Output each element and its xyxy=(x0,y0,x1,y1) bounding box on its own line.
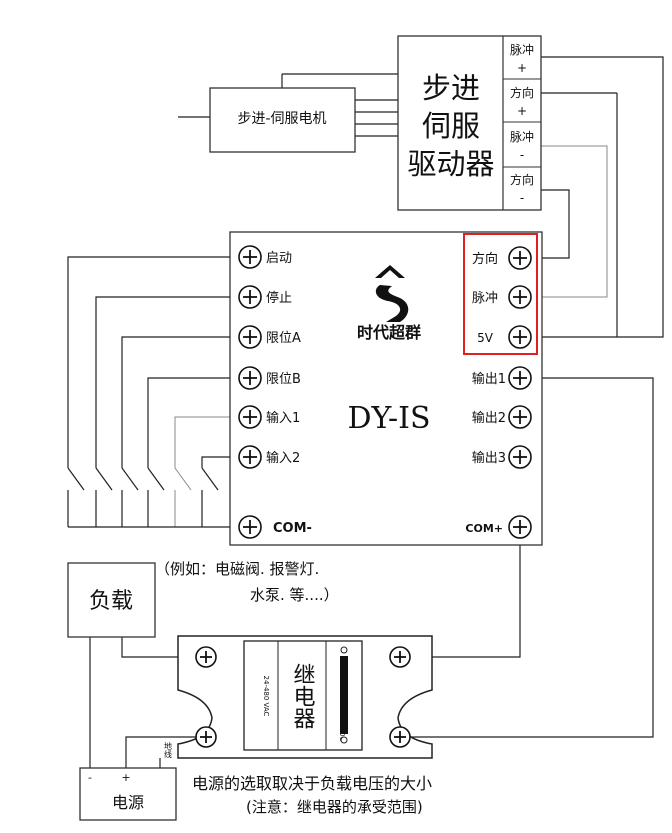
relay-terminal-bottom-left xyxy=(195,726,217,748)
label-stop: 停止 xyxy=(266,290,292,306)
highlight-box xyxy=(463,233,538,355)
driver-terminal-2-top: 方向 xyxy=(510,85,534,100)
terminal-output-2 xyxy=(508,405,532,429)
label-limit-b: 限位B xyxy=(266,372,301,387)
driver-terminal-1-bottom: + xyxy=(517,61,527,75)
terminal-stop xyxy=(238,285,262,309)
load-note-line2: 水泵. 等....） xyxy=(250,586,339,604)
load-box: 负载 xyxy=(67,562,156,638)
label-com-plus: COM+ xyxy=(465,522,503,535)
terminal-pulse xyxy=(508,285,532,309)
driver-terminal-3-bottom: - xyxy=(520,148,524,162)
model-name: DY-IS xyxy=(347,401,430,436)
note-line1: 电源的选取取决于负载电压的大小 xyxy=(192,774,432,793)
wires xyxy=(67,56,664,780)
power-label: 电源 xyxy=(112,793,144,812)
terminal-direction xyxy=(508,246,532,270)
power-box: - + 电源 xyxy=(79,767,177,821)
terminal-input-1 xyxy=(238,405,262,429)
power-minus: - xyxy=(88,771,92,784)
load-label: 负载 xyxy=(89,589,133,614)
driver-title-line3: 驱动器 xyxy=(407,147,494,181)
label-output-3: 输出3 xyxy=(472,450,506,466)
label-output-2: 输出2 xyxy=(472,410,506,426)
label-start: 启动 xyxy=(266,251,292,266)
driver-terminal-4-top: 方向 xyxy=(510,172,534,187)
terminal-limit-a xyxy=(238,325,262,349)
terminal-output-1 xyxy=(508,366,532,390)
driver-title-line2: 伺服 xyxy=(422,109,480,143)
relay-coil xyxy=(340,656,348,734)
relay-label: 继电器 xyxy=(290,663,316,729)
driver-terminal-3-top: 脉冲 xyxy=(510,129,534,144)
terminal-start xyxy=(238,245,262,269)
label-com-minus: COM- xyxy=(273,521,312,536)
terminal-limit-b xyxy=(238,366,262,390)
relay-terminal-top-left xyxy=(195,646,217,668)
driver-title-line1: 步进 xyxy=(422,71,480,105)
label-limit-a: 限位A xyxy=(266,331,301,346)
relay-spec-left: 24-480 VAC xyxy=(262,676,270,717)
motor-label: 步进-伺服电机 xyxy=(237,111,326,127)
driver-box: 步进 伺服 驱动器 脉冲 + 方向 + 脉冲 - 方向 - xyxy=(397,35,542,211)
power-plus: + xyxy=(121,771,130,784)
label-input-2: 输入2 xyxy=(266,450,300,466)
driver-terminal-1-top: 脉冲 xyxy=(510,42,534,57)
terminal-com-plus xyxy=(508,515,532,539)
note-line2: (注意：继电器的承受范围) xyxy=(246,798,423,816)
motor-box: 步进-伺服电机 xyxy=(209,87,356,153)
label-pulse: 脉冲 xyxy=(472,291,498,306)
driver-terminal-2-bottom: + xyxy=(517,104,527,118)
label-input-1: 输入1 xyxy=(266,410,300,426)
label-direction: 方向 xyxy=(472,251,498,267)
relay: 继电器 24-480 VAC 3-32VDC xyxy=(177,635,433,759)
relay-terminal-top-right xyxy=(389,646,411,668)
ground-label: 地线 xyxy=(164,741,173,758)
label-output-1: 输出1 xyxy=(472,371,506,387)
relay-terminal-bottom-right xyxy=(389,726,411,748)
terminal-5v xyxy=(508,325,532,349)
label-5v: 5V xyxy=(477,331,494,345)
driver-terminal-4-bottom: - xyxy=(520,191,524,205)
controller-board: 时代超群 DY-IS 启动 停止 限位A 限位B 输入1 输入2 xyxy=(229,231,543,546)
brand-name: 时代超群 xyxy=(357,323,421,342)
load-note-line1: （例如：电磁阀. 报警灯. xyxy=(155,560,319,578)
terminal-input-2 xyxy=(238,445,262,469)
terminal-output-3 xyxy=(508,445,532,469)
brand-logo: 时代超群 xyxy=(357,265,421,342)
terminal-com-minus xyxy=(238,515,262,539)
